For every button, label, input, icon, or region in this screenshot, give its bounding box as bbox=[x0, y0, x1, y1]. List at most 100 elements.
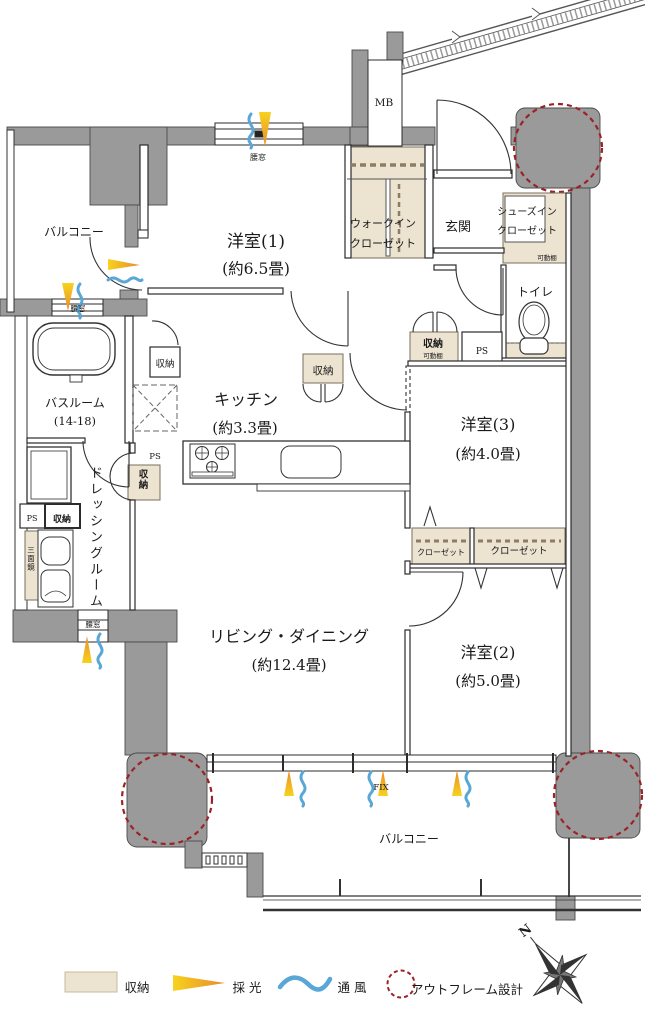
washer-pan-icon bbox=[26, 446, 72, 504]
daylight-arrow-fix-window bbox=[378, 770, 388, 796]
bathroom-label: バスルーム bbox=[45, 396, 105, 410]
waist-window-dressing bbox=[77, 609, 109, 643]
vent-wave-ld-window2 bbox=[367, 770, 375, 808]
legend: 収納 採 光 通 風 アウトフレーム設計 bbox=[64, 969, 523, 999]
storage-areas bbox=[24, 146, 569, 601]
vent-wave-top-window bbox=[247, 112, 255, 150]
western2-size: (約5.0畳) bbox=[455, 672, 521, 690]
outframe-circle-bottom-right bbox=[552, 749, 644, 841]
legend-outframe-icon bbox=[386, 969, 416, 999]
western2-label: 洋室(2) bbox=[461, 643, 516, 662]
kitchen-storage-area bbox=[302, 353, 344, 384]
dressing-storage-label: 収納 bbox=[53, 513, 71, 525]
bathroom-door bbox=[82, 440, 130, 488]
kitchen-label: キッチン bbox=[214, 390, 278, 409]
kitchen-storage-doors bbox=[302, 383, 344, 403]
closet-details bbox=[347, 163, 566, 543]
bathtub-icon bbox=[32, 322, 116, 383]
closet1-area bbox=[411, 527, 471, 567]
western1-size: (約6.5畳) bbox=[222, 260, 290, 278]
outframe-circles bbox=[120, 102, 644, 846]
vent-wave-bath-window bbox=[76, 282, 84, 320]
balcony-bottom-label: バルコニー bbox=[379, 832, 439, 846]
hall-ps-label: PS bbox=[476, 347, 488, 357]
wic-label-1: ウォークイン bbox=[350, 217, 416, 230]
outframe-circle-bottom-left bbox=[120, 752, 214, 846]
legend-daylight-label: 採 光 bbox=[233, 980, 262, 995]
daylight-arrows bbox=[62, 112, 462, 796]
closet1-label: クローゼット bbox=[417, 547, 465, 557]
sic-label-2: クローゼット bbox=[497, 225, 557, 237]
kitchen-side-storage-label: 収納 bbox=[136, 469, 148, 490]
western1-door bbox=[290, 290, 349, 347]
sic-shelf-label: 可動棚 bbox=[537, 253, 557, 262]
dressing-folding-door bbox=[109, 452, 134, 501]
waist-window-dressing-label: 腰窓 bbox=[86, 619, 101, 629]
closet2-label: クローゼット bbox=[490, 545, 547, 557]
meter-box-label: MB bbox=[375, 97, 394, 109]
washbasin-icon bbox=[37, 529, 74, 608]
daylight-arrow-bath-window bbox=[62, 283, 74, 311]
vent-wave-western2-window bbox=[464, 770, 472, 808]
living-dining-size: (約12.4畳) bbox=[251, 656, 326, 674]
vent-wave-left-window bbox=[106, 276, 144, 284]
western3-label: 洋室(3) bbox=[461, 415, 516, 434]
wic-label-2: クローゼット bbox=[350, 237, 416, 250]
side-storage-label: 収納 bbox=[155, 358, 174, 370]
living-dining-label: リビング・ダイニング bbox=[209, 627, 369, 646]
kitchen-storage-label: 収納 bbox=[313, 364, 334, 377]
vent-wave-dressing-window bbox=[96, 632, 104, 670]
hall-storage-shelf-label: 可動棚 bbox=[423, 351, 443, 360]
outframe-circle-top-right bbox=[512, 102, 604, 194]
balcony-railing-bottom bbox=[263, 838, 641, 912]
closet2-area bbox=[473, 527, 566, 567]
western3-size: (約4.0畳) bbox=[455, 445, 521, 463]
kitchen-size: (約3.3畳) bbox=[212, 419, 278, 437]
hall-storage-doors bbox=[412, 311, 458, 333]
entrance-door bbox=[436, 99, 512, 175]
legend-outframe-label: アウトフレーム設計 bbox=[411, 982, 523, 997]
entrance-label: 玄関 bbox=[445, 220, 471, 235]
bathroom-size: (14-18) bbox=[54, 414, 96, 428]
hall-door bbox=[455, 267, 504, 316]
daylight-arrow-left-window bbox=[108, 259, 140, 270]
daylight-arrow-western2-window bbox=[452, 770, 462, 796]
legend-storage-label: 収納 bbox=[124, 980, 149, 995]
south-window-band bbox=[206, 753, 557, 773]
daylight-arrow-dressing-window bbox=[82, 636, 92, 663]
waist-window-bath-label: 腰窓 bbox=[71, 303, 86, 313]
kitchen-hall-door bbox=[349, 352, 408, 411]
side-storage-door bbox=[151, 320, 179, 346]
legend-ventilation-icon bbox=[277, 975, 333, 992]
vent-wave-ld-window1 bbox=[299, 770, 307, 808]
dressing-room-label: ドレッシングルーム bbox=[87, 466, 102, 610]
balcony-window-swing bbox=[89, 236, 143, 291]
compass-icon: N bbox=[517, 922, 588, 1004]
waist-window-top bbox=[214, 122, 304, 146]
refrigerator-space bbox=[132, 384, 178, 432]
ventilation-waves bbox=[76, 112, 472, 808]
doors bbox=[82, 99, 564, 627]
toilet-label: トイレ bbox=[517, 285, 553, 299]
legend-ventilation-label: 通 風 bbox=[338, 980, 367, 995]
western3-sliding-door bbox=[405, 365, 411, 413]
outer-walls bbox=[0, 31, 641, 921]
daylight-arrow-top-window bbox=[259, 112, 271, 147]
common-corridor bbox=[389, 0, 645, 77]
compass-north-label: N bbox=[517, 922, 536, 941]
closet1-bifold-mark bbox=[423, 505, 437, 527]
closet2-bifold-marks bbox=[474, 567, 564, 590]
hall-storage-label: 収納 bbox=[423, 337, 443, 350]
triple-mirror-label: 三面鏡 bbox=[26, 546, 36, 572]
kitchen-ps-label: PS bbox=[149, 452, 161, 462]
fixtures bbox=[26, 301, 550, 608]
balcony-rails bbox=[6, 129, 248, 868]
legend-storage-swatch bbox=[64, 971, 118, 993]
fix-window-label: FIX bbox=[373, 783, 389, 793]
sic-label-1: シューズイン bbox=[497, 205, 557, 218]
balcony-left-label: バルコニー bbox=[44, 225, 104, 239]
windows bbox=[51, 122, 557, 773]
legend-daylight-icon bbox=[173, 975, 225, 991]
